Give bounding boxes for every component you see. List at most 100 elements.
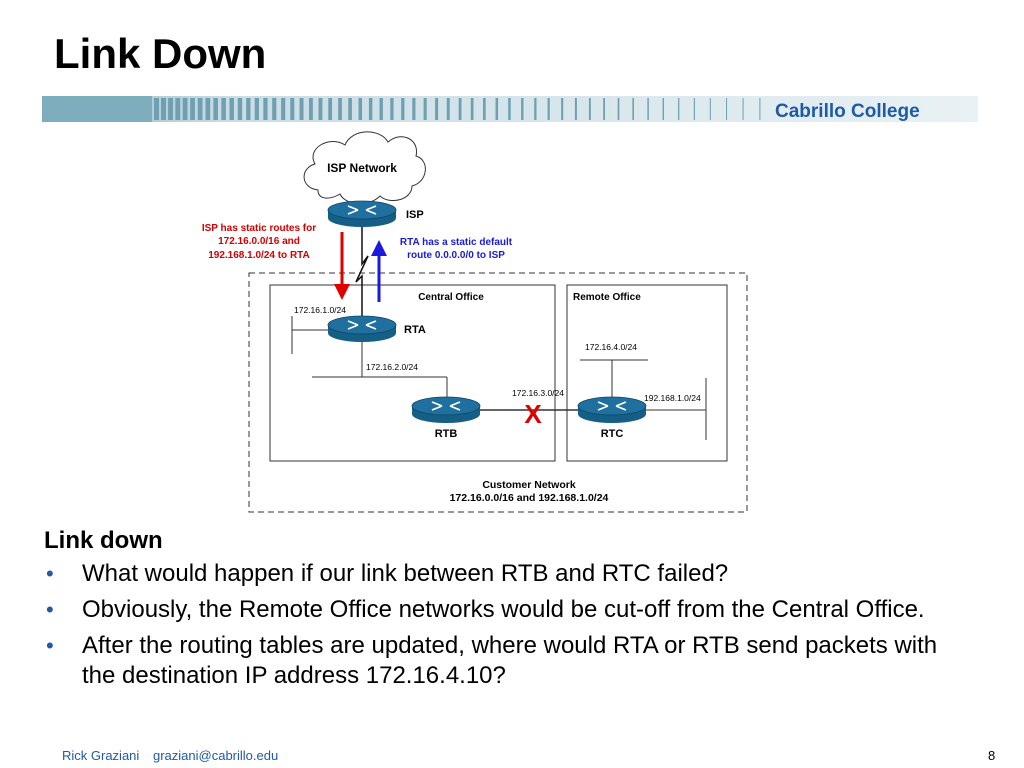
rtc-label: RTC (601, 428, 624, 440)
banner-stripe (263, 98, 268, 120)
banner-stripe (401, 98, 405, 120)
slide-title: Link Down (54, 30, 267, 77)
subheading: Link down (44, 527, 163, 554)
page-number: 8 (988, 748, 996, 763)
banner-stripe (561, 98, 564, 120)
bullet-text: After the routing tables are updated, wh… (82, 632, 938, 689)
bullet-icon: • (46, 561, 54, 586)
footer-author: Rick Graziani (62, 748, 140, 763)
rta-default-route-note-1: RTA has a static default (400, 237, 513, 248)
slide-body: Link down • What would happen if our link… (44, 527, 964, 697)
banner-stripe (726, 98, 728, 120)
banner-stripe (458, 98, 462, 120)
isp-router-icon (327, 200, 397, 227)
rta-label: RTA (404, 324, 426, 336)
net-172-16-3-label: 172.16.3.0/24 (512, 388, 564, 398)
footer-email: graziani@cabrillo.edu (153, 748, 279, 763)
banner-stripe (182, 98, 188, 120)
banner-stripe (368, 98, 373, 120)
central-office-box (269, 284, 556, 462)
central-office-label: Central Office (418, 292, 484, 303)
rtc-router-icon (577, 396, 647, 423)
banner-stripe (175, 98, 181, 120)
banner-stripe (574, 98, 577, 120)
isp-static-routes-note-2: 172.16.0.0/16 and (218, 236, 300, 247)
banner-stripe (647, 98, 649, 120)
banner-stripe (213, 98, 218, 120)
isp-static-routes-note-1: ISP has static routes for (202, 223, 316, 234)
banner-stripe (221, 98, 226, 120)
net-172-16-2-label: 172.16.2.0/24 (366, 362, 418, 372)
bullet-text: What would happen if our link between RT… (82, 560, 729, 587)
banner-stripe (237, 98, 243, 120)
banner-stripe (709, 98, 711, 120)
banner-stripe (603, 98, 605, 120)
rtb-router-icon (411, 396, 481, 423)
bullet-icon: • (46, 597, 54, 622)
banner-stripe (678, 98, 680, 120)
banner-stripe (662, 98, 664, 120)
banner-stripe (154, 98, 159, 120)
bullet-icon: • (46, 633, 54, 658)
banner-stripe (632, 98, 634, 120)
remote-office-label: Remote Office (573, 292, 641, 303)
banner-stripe (205, 98, 211, 120)
college-logo-text: Cabrillo College (775, 101, 920, 122)
banner-stripe (299, 98, 304, 120)
isp-cloud (303, 131, 426, 205)
banner-stripe (318, 98, 323, 120)
network-diagram: ISP Network ISP ISP has static routes fo… (202, 131, 748, 513)
banner-stripe (348, 98, 352, 120)
customer-network-box (248, 272, 748, 513)
banner-stripe (534, 98, 537, 120)
banner-stripe (281, 98, 286, 120)
banner-stripe (759, 98, 761, 120)
banner-stripe (742, 98, 744, 120)
banner-stripe (446, 98, 450, 120)
bullet-item-2: •Obviously, the Remote Office networks w… (44, 595, 964, 625)
banner-stripe (693, 98, 695, 120)
banner-stripe (338, 98, 342, 120)
header-banner (42, 96, 978, 122)
link-failure-mark: X (524, 399, 542, 429)
isp-router-label: ISP (406, 209, 424, 221)
banner-stripe (358, 98, 363, 120)
isp-static-routes-note-3: 192.168.1.0/24 to RTA (208, 250, 310, 261)
banner-stripe (308, 98, 313, 120)
banner-stripe (423, 98, 427, 120)
bullet-item-1: • What would happen if our link between R… (44, 559, 964, 589)
serial-link-isp-rta (355, 226, 369, 318)
banner-stripe (161, 98, 166, 120)
banner-stripe (508, 98, 511, 120)
banner-stripe (390, 98, 394, 120)
banner-stripe (495, 98, 499, 120)
banner-stripe (470, 98, 474, 120)
banner-stripe (547, 98, 550, 120)
customer-network-label-2: 172.16.0.0/16 and 192.168.1.0/24 (450, 492, 609, 504)
banner-stripe (328, 98, 333, 120)
banner-stripe (412, 98, 416, 120)
banner-stripe (435, 98, 439, 120)
banner-stripe (483, 98, 486, 120)
rtb-label: RTB (435, 428, 458, 440)
bullet-item-3: • After the routing tables are updated, w… (44, 631, 964, 691)
rta-router-icon (327, 315, 397, 342)
net-192-168-1-label: 192.168.1.0/24 (644, 393, 701, 403)
banner-stripe (379, 98, 383, 120)
isp-route-arrowhead (334, 284, 350, 300)
remote-office-box (566, 284, 728, 462)
banner-stripe (229, 98, 234, 120)
bullet-list: • What would happen if our link between R… (44, 559, 964, 691)
banner-stripe (197, 98, 203, 120)
net-172-16-1-label: 172.16.1.0/24 (294, 305, 346, 315)
banner-stripe (521, 98, 524, 120)
customer-network-label-1: Customer Network (482, 479, 576, 491)
banner-stripe (290, 98, 295, 120)
banner-stripe (168, 98, 174, 120)
banner-stripe (246, 98, 251, 120)
banner-stripe (190, 98, 195, 120)
banner-stripe (272, 98, 277, 120)
rta-default-route-note-2: route 0.0.0.0/0 to ISP (407, 250, 505, 261)
banner-stripe (254, 98, 259, 120)
net-172-16-4-label: 172.16.4.0/24 (585, 342, 637, 352)
